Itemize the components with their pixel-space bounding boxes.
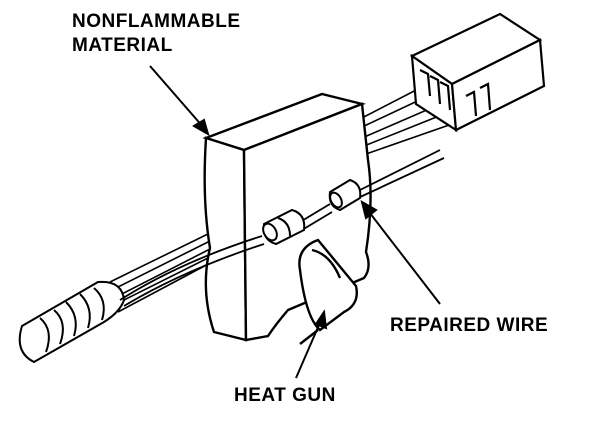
repaired-wire xyxy=(119,149,445,307)
callout-leaders xyxy=(149,65,441,379)
heat-gun-label: HEAT GUN xyxy=(234,385,336,406)
connector xyxy=(409,12,546,133)
wire-bundle xyxy=(109,87,453,313)
nonflammable-material-label-line2: MATERIAL xyxy=(72,35,173,56)
nonflammable-material-label-line1: NONFLAMMABLE xyxy=(72,11,241,32)
insulation-sleeve xyxy=(18,280,126,364)
heat-shrink-tube-right xyxy=(328,178,362,212)
heat-shrink-tube-left xyxy=(262,208,306,246)
repaired-wire-label: REPAIRED WIRE xyxy=(390,315,549,336)
